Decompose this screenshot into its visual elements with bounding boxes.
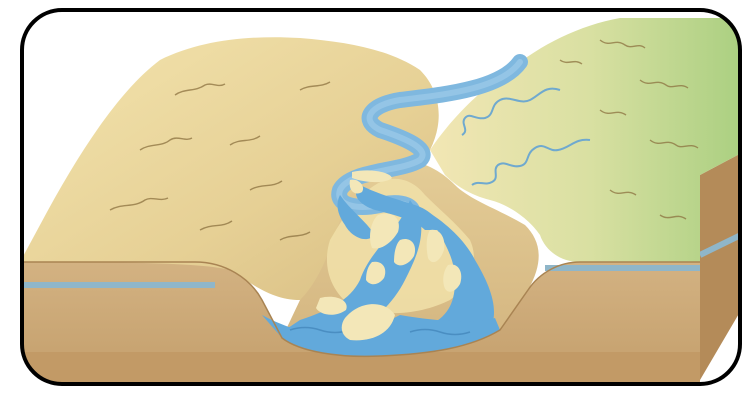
diagram-stage xyxy=(0,0,747,396)
block-diagram xyxy=(0,0,747,396)
